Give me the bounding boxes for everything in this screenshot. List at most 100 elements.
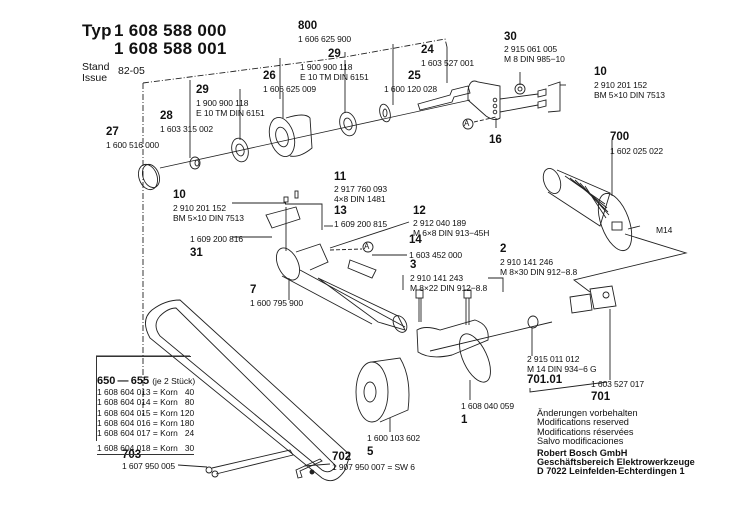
belt-row: 1 608 604 013 = Korn 40 <box>97 387 195 397</box>
marker-a-label-mid: A <box>364 242 370 251</box>
partno-29b: 1 900 900 118 <box>196 98 249 108</box>
part-702-hex-key <box>295 458 331 479</box>
pos-701: 701 <box>591 391 611 403</box>
pos-1: 1 <box>461 414 468 426</box>
part-10a-screws <box>499 81 566 113</box>
part-27-seal-ring <box>137 163 161 191</box>
pos-31: 31 <box>190 247 203 259</box>
part-31-clamp-plate <box>265 190 301 251</box>
part-30-nut <box>514 83 526 95</box>
partno-5: 1 600 103 602 <box>367 433 421 443</box>
part-29a-bearing <box>339 111 357 137</box>
leader-12 <box>329 221 410 249</box>
partno-10b: 2 910 201 152 <box>173 203 227 213</box>
pos-701-01: 701.01 <box>527 374 563 386</box>
spec-3: M 8×22 DIN 912−8.8 <box>410 283 488 293</box>
type-number-1: 1 608 588 000 <box>114 21 227 40</box>
axis-top <box>159 99 471 169</box>
partno-12: 2 912 040 189 <box>413 218 467 228</box>
part-3-screw <box>415 289 424 322</box>
thread-700: M14 <box>656 225 673 235</box>
belt-row: 1 608 604 015 = Korn 120 <box>97 407 195 418</box>
partno-701: 1 603 527 017 <box>591 379 645 389</box>
pos-29a: 29 <box>328 48 341 60</box>
pos-702: 702 <box>332 451 352 463</box>
stand-label: Stand <box>82 61 110 73</box>
pos-24: 24 <box>421 44 434 56</box>
partno-2: 2 910 141 246 <box>500 257 554 267</box>
partno-11: 2 917 760 093 <box>334 184 388 194</box>
leader-11 <box>285 203 323 230</box>
notice-es: Salvo modificaciones <box>537 436 624 447</box>
spec-29a: E 10 TM DIN 6151 <box>300 72 369 82</box>
type-number-2: 1 608 588 001 <box>114 39 227 58</box>
pos-25: 25 <box>408 70 421 82</box>
notice-en: Modifications reserved <box>537 417 629 428</box>
belt-row: 1 608 604 014 = Korn 80 <box>97 397 195 408</box>
partno-702: 1 907 950 007 = SW 6 <box>332 462 415 472</box>
pos-12: 12 <box>413 205 426 217</box>
pos-26: 26 <box>263 70 276 82</box>
pos-13: 13 <box>334 205 347 217</box>
notice-fr: Modifications réservées <box>537 426 634 437</box>
part-703-wrench <box>177 449 294 478</box>
assembly-leader-800 <box>142 38 448 415</box>
spec-11: 4×8 DIN 1481 <box>334 194 386 204</box>
partno-7: 1 600 795 900 <box>250 298 304 308</box>
part-24-axle <box>417 85 471 111</box>
part-25-washer <box>379 103 391 123</box>
partno-27: 1 600 516 000 <box>106 140 160 150</box>
belt-row: 1 608 604 017 = Korn 24 <box>97 428 195 439</box>
partno-10a: 2 910 201 152 <box>594 80 648 90</box>
marker-a-label-top: A <box>464 119 470 128</box>
issue-label: Issue <box>82 72 108 84</box>
part-701-eyebolt <box>527 285 617 393</box>
part-29b-bearing <box>231 137 249 163</box>
part-26-roller <box>268 114 313 158</box>
pos-16: 16 <box>489 134 502 146</box>
partno-30: 2 915 061 005 <box>504 44 558 54</box>
spec-10b: BM 5×10 DIN 7513 <box>173 213 244 223</box>
spec-29b: E 10 TM DIN 6151 <box>196 108 265 118</box>
belt-table-header: 650 — 655 (je 2 Stück) <box>97 375 196 387</box>
pos-2: 2 <box>500 243 507 255</box>
pos-10a: 10 <box>594 66 607 78</box>
partno-31: 1 609 200 816 <box>190 234 244 244</box>
part-1-clamp <box>416 319 553 400</box>
footer-notes: Änderungen vorbehalten Modifications res… <box>537 408 695 477</box>
partno-3: 2 910 141 243 <box>410 273 464 283</box>
leader-2 <box>488 277 504 292</box>
pos-3: 3 <box>410 259 417 271</box>
pos-11: 11 <box>334 171 347 183</box>
company-name: Robert Bosch GmbH <box>537 447 628 458</box>
pos-703: 703 <box>122 449 142 461</box>
partno-28: 1 603 315 002 <box>160 124 214 134</box>
partno-24: 1 603 527 001 <box>421 58 475 68</box>
notice-de: Änderungen vorbehalten <box>537 408 638 418</box>
partno-13: 1 609 200 815 <box>334 219 388 229</box>
part-14-pin <box>329 241 377 279</box>
spec-30: M 8 DIN 985−10 <box>504 54 565 64</box>
part-5-drum <box>355 357 410 432</box>
pos-30: 30 <box>504 31 517 43</box>
partno-26: 1 606 625 009 <box>263 84 317 94</box>
partno-1: 1 608 040 059 <box>461 401 515 411</box>
pos-29b: 29 <box>196 84 209 96</box>
partno-14: 1 603 452 000 <box>409 250 463 260</box>
pos-27: 27 <box>106 126 119 138</box>
partno-701-01: 2 915 011 012 <box>527 354 580 364</box>
pos-700: 700 <box>610 131 630 143</box>
pos-28: 28 <box>160 110 173 122</box>
partno-25: 1 600 120 028 <box>384 84 438 94</box>
issue-value: 82-05 <box>118 65 145 77</box>
company-division: Geschäftsbereich Elektrowerkzeuge <box>537 457 695 468</box>
partno-29a: 1 900 900 118 <box>300 62 353 72</box>
sanding-belt-table: 650 — 655 (je 2 Stück) 1 608 604 013 = K… <box>96 356 196 455</box>
part-700-handle <box>542 140 688 293</box>
pos-14: 14 <box>409 234 422 246</box>
company-address: D 7022 Leinfelden-Echterdingen 1 <box>537 466 685 477</box>
pos-7: 7 <box>250 284 257 296</box>
part-2-screw <box>463 289 472 325</box>
pos-800: 800 <box>298 20 318 32</box>
